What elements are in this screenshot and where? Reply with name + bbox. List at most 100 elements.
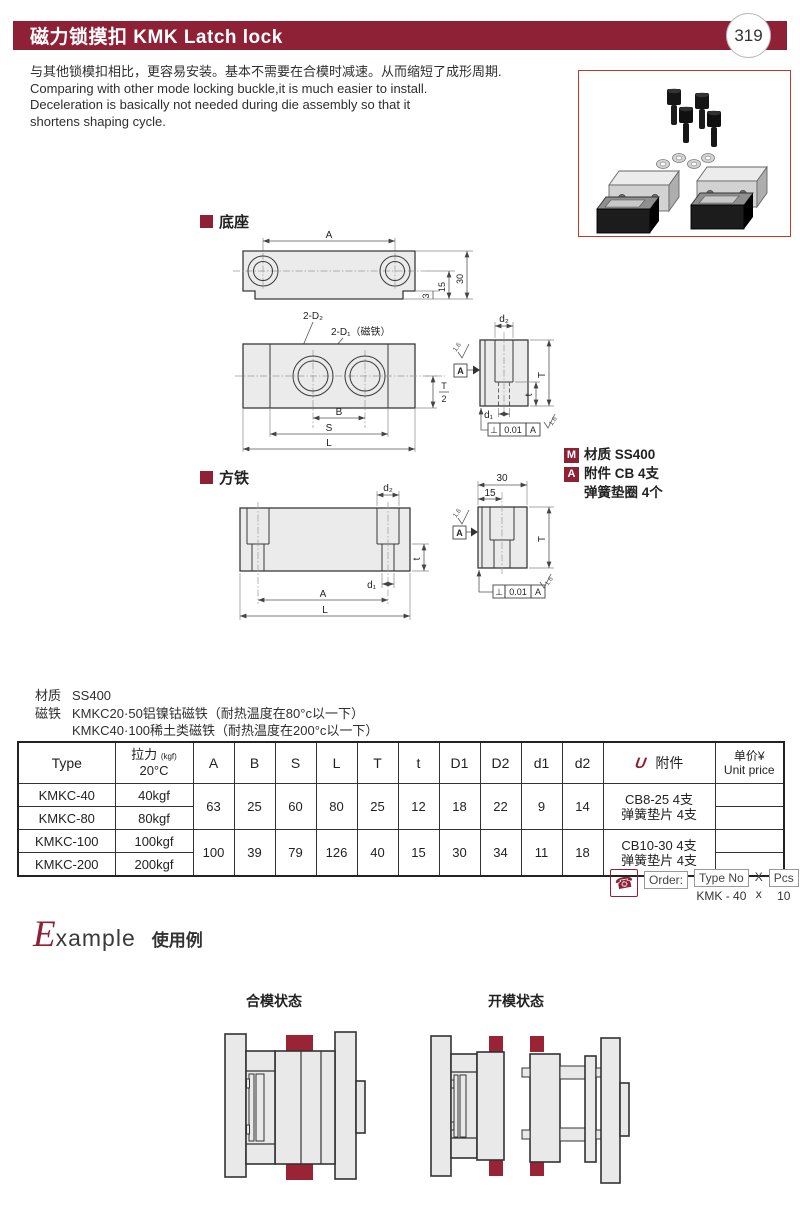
dim-label-30: 30 [455,274,465,284]
dim-label-d2: d₂ [499,314,509,325]
col-header-B: B [233,741,276,784]
page-number: 319 [734,25,763,45]
cell-t: 12 [397,783,440,830]
cell-A: 63 [192,783,235,830]
cell-d2: 18 [561,829,604,877]
section-bullet-icon [200,471,213,484]
fcf-datum-ref: A [535,587,541,597]
cell-B: 39 [233,829,276,877]
dim-label-15: 15 [437,282,447,292]
magnet-label: 磁铁 [35,705,62,721]
cell-T: 40 [356,829,399,877]
intro-line: Comparing with other mode locking buckle… [30,80,428,96]
page-title: 磁力锁摸扣 KMK Latch lock [30,27,283,48]
dim-label-T2-den: 2 [441,394,446,404]
drawing-base-side-view: d₂ T t d₁ A ⊥ 0.01 A 1.6 1.6 [448,302,613,472]
order-times: X [754,870,763,884]
cell-pull: 40kgf [114,783,194,807]
table-row: KMKC-40 40kgf 63 25 60 80 25 12 18 22 9 … [17,783,785,830]
accessory-note-text: 附件 CB 4支 [584,466,660,481]
dim-label-L: L [326,438,332,449]
closed-mold-label: 合模状态 [246,993,302,1009]
cell-type: KMKC-100 [17,829,116,853]
dim-label-30: 30 [496,473,508,484]
screws-illustration [667,88,721,147]
cell-unit-price [714,806,785,830]
intro-line: shortens shaping cycle. [30,113,166,129]
washers-illustration [656,153,715,169]
table-row: KMKC-100 100kgf 100 39 79 126 40 15 30 3… [17,829,785,877]
cell-pull: 200kgf [114,852,194,877]
dim-label-d1: d₁ [367,580,377,591]
col-header-T: T [356,741,399,784]
order-label: Order: [644,871,689,889]
dim-label-L: L [322,605,328,616]
dim-label-T2-num: T [441,381,447,391]
material-notes: M 材质 SS400 A 附件 CB 4支 弹簧垫圈 4个 [564,446,663,503]
intro-text: 与其他锁模扣相比，更容易安装。基本不需要在合模时减速。从而缩短了成形周期. Co… [30,64,570,130]
accessory-note-text2: 弹簧垫圈 4个 [584,485,663,500]
cell-T: 25 [356,783,399,830]
datum-A-label: A [457,366,464,376]
cell-D2: 22 [479,783,522,830]
cell-type: KMKC-40 [17,783,116,807]
order-sample-times: x [755,887,762,901]
cell-A: 100 [192,829,235,877]
label-2-D1-magnet: 2-D₁（磁铁） [331,325,391,338]
order-sample-type: KMK - 40 [696,889,747,903]
table-row: KMKC-80 80kgf [17,806,785,830]
cell-L: 80 [315,783,358,830]
col-header-D1: D1 [438,741,481,784]
cell-d1: 11 [520,829,563,877]
example-E: E [33,914,56,955]
material-note-text: 材质 SS400 [584,447,656,462]
material-badge: M [564,447,579,463]
intro-line: Deceleration is basically not needed dur… [30,97,411,112]
section-block: 方铁 [200,467,249,488]
magnet-value: KMKC20·50铝镍钴磁铁（耐热温度在80°c以一下） [72,705,364,721]
cell-pull: 80kgf [114,806,194,830]
roughness-label: 1.6 [548,415,559,427]
roughness-label: 1.6 [452,341,463,353]
drawing-base-front-view: 2-D₂ 2-D₁（磁铁） B S L T 2 [195,306,495,466]
order-pcs-box: Pcs [768,869,799,887]
header-bar: 磁力锁摸扣 KMK Latch lock [13,21,787,50]
cell-B: 25 [233,783,276,830]
example-heading: E xample 使用例 [33,914,203,955]
cell-S: 79 [274,829,317,877]
cell-unit-price [714,829,785,853]
dim-label-T: T [537,536,548,542]
cell-type: KMKC-80 [17,806,116,830]
product-photo-illustration [596,88,768,234]
section-bullet-icon [200,215,213,228]
accessory-badge: A [564,466,579,482]
phone-box: ☎ [610,869,638,897]
dim-label-A: A [326,230,333,241]
closed-mold-diagram [213,1026,403,1206]
cell-L: 126 [315,829,358,877]
col-header-D2: D2 [479,741,522,784]
col-header-pull: 拉力 (kgf) 20°C [114,741,194,784]
cell-d1: 9 [520,783,563,830]
page-number-badge: 319 [726,13,771,58]
order-type-no-box: Type No [694,869,749,887]
dim-label-A: A [320,589,327,600]
spec-table-wrap: Type 拉力 (kgf) 20°C A B S L T t D1 D2 d1 … [17,741,785,877]
datum-A-label: A [456,528,463,538]
dim-label-d2: d₂ [383,484,393,494]
section-base-label: 底座 [219,214,250,231]
col-header-L: L [315,741,358,784]
cell-D1: 30 [438,829,481,877]
col-header-type: Type [17,741,116,784]
example-rest: xample [55,925,136,951]
cell-pull: 100kgf [114,829,194,853]
drawing-block-side-view: 30 15 T A ⊥ 0.01 A 1.6 1.6 [448,468,613,633]
drawing-base-top-view: A 30 15 3 [195,229,495,322]
cell-t: 15 [397,829,440,877]
dim-label-15: 15 [484,488,496,499]
cell-D2: 34 [479,829,522,877]
cell-D1: 18 [438,783,481,830]
dim-label-T: T [537,372,548,378]
col-header-d1: d1 [520,741,563,784]
